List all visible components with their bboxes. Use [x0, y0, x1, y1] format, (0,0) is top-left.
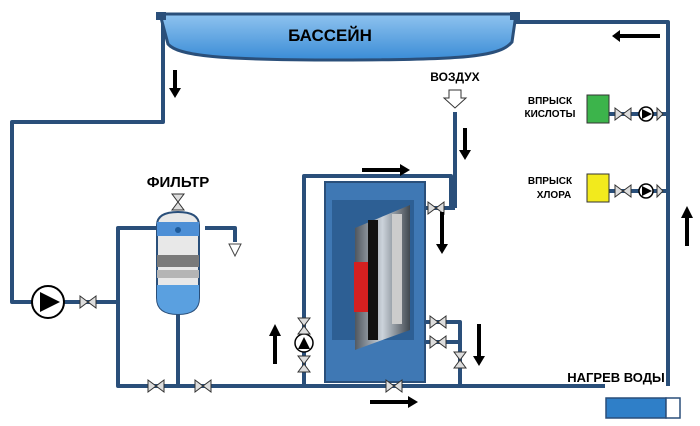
air-inlet-arrow-icon: [442, 89, 468, 109]
chlorine-pump-icon[interactable]: [642, 186, 652, 196]
air-inlet: ВОЗДУХ: [430, 70, 480, 109]
flow-arrow-right-icon: [362, 164, 410, 176]
valves[interactable]: [79, 106, 664, 393]
valve-icon: [385, 379, 403, 393]
chlorine-dosing: ВПРЫСК ХЛОРА: [528, 173, 654, 203]
ozonator-pump-icon: [298, 337, 310, 349]
heater-label: НАГРЕВ ВОДЫ: [567, 370, 664, 385]
chlorine-label-line2: ХЛОРА: [537, 190, 571, 201]
valve-icon: [614, 107, 632, 121]
pump-icon: [40, 292, 60, 312]
chlorine-tank: [586, 173, 610, 203]
ozonator-unit: [324, 181, 426, 383]
sand-filter: ФИЛЬТР: [147, 174, 242, 316]
filter-vent-valve-icon[interactable]: [171, 193, 185, 211]
chlorine-label-line1: ВПРЫСК: [528, 176, 573, 187]
flow-arrows: [169, 30, 693, 408]
acid-label-line1: ВПРЫСК: [528, 96, 573, 107]
valve-icon: [79, 295, 97, 309]
filter-label: ФИЛЬТР: [147, 174, 210, 191]
acid-dosing: ВПРЫСК КИСЛОТЫ: [525, 94, 654, 124]
circulation-pump[interactable]: [31, 285, 65, 319]
flow-arrow-right-icon: [370, 396, 418, 408]
flow-arrow-up-icon: [269, 324, 281, 364]
valve-icon: [194, 379, 212, 393]
flow-arrow-left-icon: [612, 30, 660, 42]
valve-icon: [297, 317, 311, 335]
water-heater: НАГРЕВ ВОДЫ: [567, 370, 681, 419]
valve-icon: [656, 183, 664, 199]
valve-icon: [429, 335, 447, 349]
valve-icon: [656, 106, 664, 122]
ozonator-pump[interactable]: [294, 333, 314, 353]
flow-arrow-up-icon: [681, 206, 693, 246]
valve-icon: [297, 355, 311, 373]
flow-arrow-down-icon: [459, 128, 471, 160]
pool-label: БАССЕЙН: [288, 26, 372, 45]
pool: БАССЕЙН: [156, 12, 520, 62]
air-label: ВОЗДУХ: [430, 70, 479, 84]
valve-icon: [427, 201, 445, 215]
valve-icon: [614, 184, 632, 198]
flow-arrow-down-icon: [169, 70, 181, 98]
flow-arrow-down-icon: [436, 212, 448, 254]
ozone-generator-core: [354, 262, 368, 312]
valve-icon: [453, 351, 467, 369]
acid-pump-icon[interactable]: [642, 109, 652, 119]
flow-arrow-down-icon: [473, 324, 485, 366]
acid-tank: [586, 94, 610, 124]
acid-label-line2: КИСЛОТЫ: [525, 109, 576, 120]
heater-unit: [605, 397, 667, 419]
valve-icon: [147, 379, 165, 393]
valve-icon: [429, 315, 447, 329]
